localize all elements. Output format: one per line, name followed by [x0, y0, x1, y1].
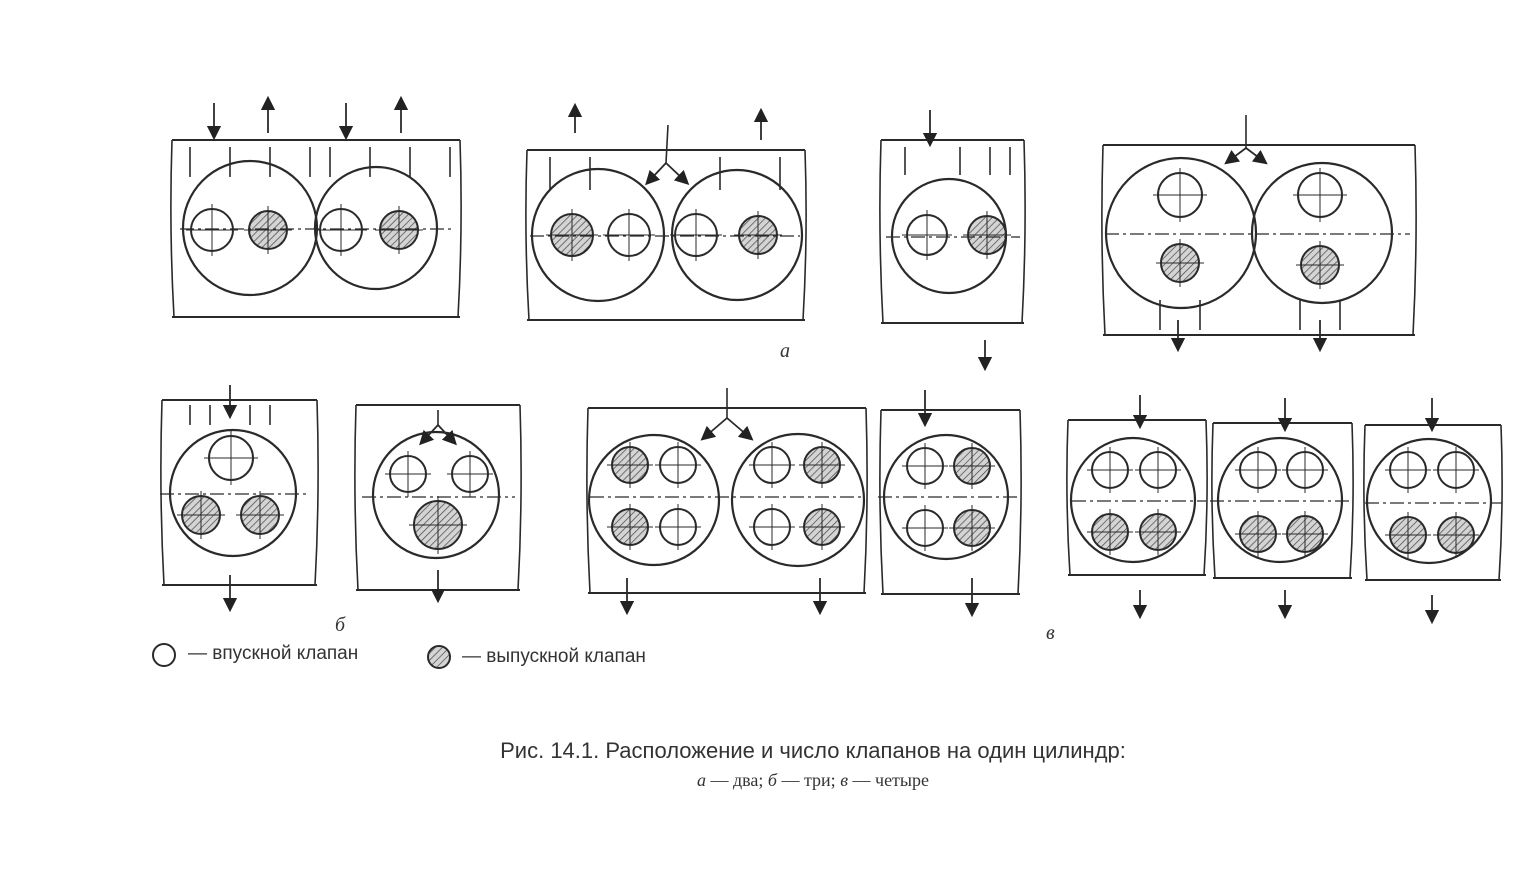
caption-text-b: — три;: [776, 770, 841, 790]
cylinder-circle: [181, 159, 319, 297]
block-break: [1412, 144, 1417, 336]
caption-text-v: — четыре: [848, 770, 930, 790]
flow-arrow: [419, 424, 439, 446]
flow-arrow: [645, 162, 667, 186]
cylinder-circle: [371, 430, 501, 560]
flow-arrow: [700, 417, 728, 441]
block-break: [314, 399, 319, 586]
flow-arrow: [665, 162, 690, 185]
block-break: [170, 139, 175, 318]
port-mark: [665, 124, 669, 164]
block-break: [160, 399, 165, 586]
block-break: [879, 139, 884, 324]
cylinder-circle: [313, 165, 439, 291]
cylinder-circle: [730, 432, 866, 568]
caption-key-a: а: [696, 770, 706, 790]
block-break: [1203, 419, 1208, 576]
block-break: [1017, 409, 1022, 595]
block-break: [457, 139, 462, 318]
group-label-b: б: [335, 614, 346, 636]
cylinder-circle: [1104, 156, 1258, 310]
flow-arrow: [726, 417, 754, 441]
cylinder-circle: [1216, 436, 1344, 564]
figure-caption-title: Рис. 14.1. Расположение и число клапанов…: [500, 738, 1126, 763]
group-label-a: а: [780, 340, 790, 362]
caption-text-a: — два;: [705, 770, 768, 790]
cylinder-circle: [530, 167, 666, 303]
block-break: [525, 149, 530, 321]
legend-exhaust-label: — выпускной клапан: [462, 646, 646, 667]
figure-caption-subtitle: а — два; б — три; в — четыре: [0, 770, 1516, 791]
group-label-v: в: [1046, 622, 1055, 644]
cylinder-circle: [587, 433, 721, 567]
block-break: [879, 409, 884, 595]
block-break: [1349, 422, 1354, 579]
legend-intake-label: — впускной клапан: [188, 643, 359, 664]
block-break: [1363, 424, 1368, 581]
flow-arrow: [1245, 147, 1268, 165]
cylinder-circle: [1365, 437, 1493, 565]
block-break: [802, 149, 807, 321]
cylinder-circle: [1069, 436, 1197, 564]
flow-arrow: [1224, 147, 1247, 165]
block-break: [1066, 419, 1071, 576]
block-break: [1101, 144, 1106, 336]
block-break: [517, 404, 522, 591]
open-circle-icon: [152, 643, 176, 667]
hatched-circle-icon: [427, 645, 451, 669]
cylinder-circle: [1250, 161, 1394, 305]
flow-arrow: [437, 424, 457, 446]
block-break: [1021, 139, 1026, 324]
caption-key-v: в: [840, 770, 849, 790]
caption-key-b: б: [767, 770, 777, 790]
block-break: [354, 404, 359, 591]
block-break: [586, 407, 591, 594]
block-break: [863, 407, 868, 594]
cylinder-circle: [168, 428, 298, 558]
